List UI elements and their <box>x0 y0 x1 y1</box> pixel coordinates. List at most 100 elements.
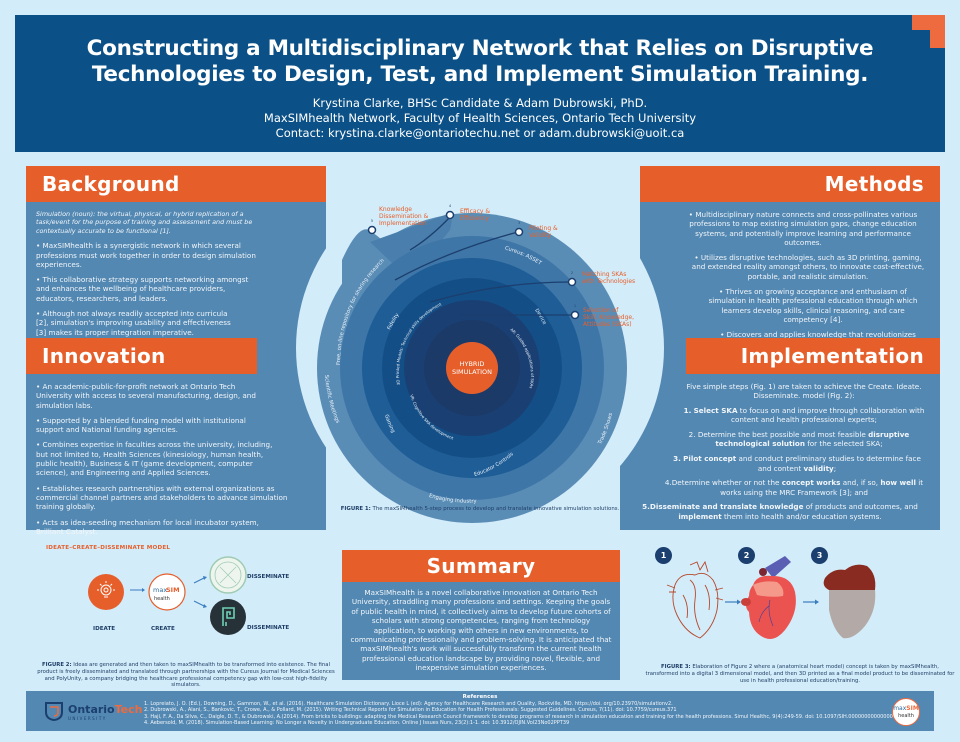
step-marker-3: 3 Piloting & Validity <box>514 221 558 239</box>
figure2: IDEATE–CREATE–DISSEMINATE MODEL max SIM … <box>30 540 335 688</box>
step4-label: Efficacy & <box>460 208 490 215</box>
ideate-label: IDEATE <box>93 626 116 632</box>
arrow-right-icon <box>130 588 145 592</box>
poster-header: Constructing a Multidisciplinary Network… <box>15 15 945 152</box>
step-text: for the selected SKA; <box>804 439 883 449</box>
step-text: of products and outcomes, and <box>803 502 918 512</box>
figure2-caption-label: FIGURE 2: <box>42 662 72 668</box>
methods-bullet: Thrives on growing acceptance and enthus… <box>680 287 926 324</box>
references-title: References <box>462 694 498 700</box>
references-list: 1. Lopreiato, J. O. (Ed.), Downing, D., … <box>144 701 899 727</box>
label-engaging-industry: Engaging Industry <box>428 493 477 505</box>
references-footer: OntarioTech UNIVERSITY References 1. Lop… <box>26 691 934 731</box>
step-marker-4: 4 Efficacy & Efficiency <box>445 204 490 222</box>
simulation-definition: Simulation (noun): the virtual, physical… <box>36 210 253 235</box>
implementation-heading: Implementation <box>740 344 924 368</box>
innovation-bullet: Combines expertise in faculties across t… <box>36 440 316 477</box>
innovation-body: An academic-public-for-profit network at… <box>26 374 326 536</box>
figure3-caption: FIGURE 3: Elaboration of Figure 2 where … <box>645 664 955 684</box>
center-label-1: HYBRID <box>460 360 485 368</box>
implementation-body: Five simple steps (Fig. 1) are taken to … <box>620 374 940 530</box>
methods-panel: Methods Multidisciplinary nature connect… <box>640 166 940 358</box>
step-bold: Select SKA <box>693 406 738 416</box>
contact: Contact: krystina.clarke@ontariotechu.ne… <box>275 126 685 140</box>
title-line-1: Constructing a Multidisciplinary Network… <box>86 36 874 61</box>
figure2-caption: FIGURE 2: Ideas are generated and then t… <box>36 662 336 689</box>
step-badge-1: 1 <box>655 547 672 564</box>
polyunity-mark <box>222 607 235 626</box>
background-heading-bar: Background <box>26 166 326 202</box>
step-bold: disruptive technological solution <box>715 430 910 449</box>
reference-item: 2. Dubrowski, A., Alani, S., Bankovic, T… <box>144 707 677 714</box>
innovation-heading-bar: Innovation <box>26 338 257 374</box>
step3-connector <box>394 231 519 281</box>
step-marker-5: 5 Knowledge Dissemination & Implementati… <box>367 206 429 235</box>
innovation-bullet: Acts as idea-seeding mechanism for local… <box>36 518 316 537</box>
step2-num: 2 <box>571 271 573 275</box>
step-badge-2: 2 <box>738 547 755 564</box>
heart-3d-model-icon <box>741 556 796 639</box>
step-bold: Pilot concept <box>683 454 737 464</box>
figure1-caption-label: FIGURE 1: <box>340 506 371 512</box>
figure1-caption: FIGURE 1: The maxSIMhealth 5-step proces… <box>330 506 630 512</box>
implementation-step-4: 4.Determine whether or not the concept w… <box>660 478 928 497</box>
summary-heading-bar: Summary <box>342 550 620 582</box>
innovation-bullet: An academic-public-for-profit network at… <box>36 382 316 410</box>
arrow-right-icon <box>803 599 819 605</box>
step1-node-icon <box>570 310 580 320</box>
authors-block: Krystina Clarke, BHSc Candidate & Adam D… <box>15 96 945 141</box>
step-text: Determine whether or not the <box>671 478 782 488</box>
arrow-up-right-icon <box>193 576 207 584</box>
step-number: 1. <box>683 406 692 416</box>
heart-printed-model-icon <box>823 564 876 639</box>
background-heading: Background <box>42 172 180 196</box>
step-text: and conduct preliminary studies to deter… <box>736 454 921 473</box>
label-industry-path: Engaging Industry <box>428 493 477 505</box>
step-text: and, if so, <box>840 478 881 488</box>
step-number: 2. <box>688 430 696 440</box>
maxsim-logo-health: health <box>154 596 170 602</box>
step3-node-icon <box>514 227 524 237</box>
lightbulb-icon <box>97 581 115 598</box>
step-text: Determine the best possible and most fea… <box>695 430 869 440</box>
step-badge-3: 3 <box>811 547 828 564</box>
step1-label: Attitudes (SKAs) <box>583 321 632 328</box>
step-number: 3. <box>673 454 681 464</box>
implementation-step-1: 1. Select SKA to focus on and improve th… <box>660 406 928 425</box>
step5-label: Dissemination & <box>379 213 429 220</box>
step5-node-icon <box>367 225 377 235</box>
ms-logo-health: health <box>898 713 914 719</box>
authors: Krystina Clarke, BHSc Candidate & Adam D… <box>312 96 648 110</box>
header-corner-cut <box>912 30 930 48</box>
step-bold: concept works <box>781 478 841 488</box>
figure1-diagram: HYBRID SIMULATION Free, on-line reposito… <box>317 204 635 523</box>
step-bold: validity <box>803 463 834 473</box>
step-number: 5. <box>642 502 650 512</box>
logo-ontario: Ontario <box>68 703 115 716</box>
figure2-title: IDEATE–CREATE–DISSEMINATE MODEL <box>46 545 171 551</box>
background-bullet: This collaborative strategy supports net… <box>36 275 316 303</box>
step5-label: Implementation <box>379 220 427 227</box>
figure3-graphic <box>666 556 876 639</box>
cureus-logo-inner <box>214 561 242 589</box>
implementation-panel: Implementation Five simple steps (Fig. 1… <box>620 338 940 530</box>
step-bold: implement <box>678 511 722 521</box>
summary-panel: Summary MaxSIMhealth is a novel collabor… <box>342 550 620 680</box>
step2-node-icon <box>567 277 577 287</box>
step5-label: Knowledge <box>379 206 412 213</box>
step4-connector <box>409 216 451 251</box>
step1-label: Skill, Knowledge, <box>583 314 634 321</box>
figure2-caption-text: Ideas are generated and then taken to ma… <box>37 662 335 689</box>
methods-body: Multidisciplinary nature connects and cr… <box>640 202 940 358</box>
summary-heading: Summary <box>426 554 536 578</box>
summary-text: MaxSIMhealth is a novel collaborative in… <box>350 588 612 673</box>
arrow-down-right-icon <box>193 600 207 608</box>
step1-num: 1 <box>574 304 576 308</box>
innovation-bullet: Establishes research partnerships with e… <box>36 484 316 512</box>
methods-heading: Methods <box>824 172 924 196</box>
ms-logo-sim: SIM <box>906 705 919 712</box>
step2-label: with Technologies <box>582 278 635 285</box>
maxsimhealth-logo: maxSIM health <box>892 698 920 726</box>
affiliation: MaxSIMhealth Network, Faculty of Health … <box>263 111 697 125</box>
ontario-tech-logo: OntarioTech <box>68 703 142 716</box>
